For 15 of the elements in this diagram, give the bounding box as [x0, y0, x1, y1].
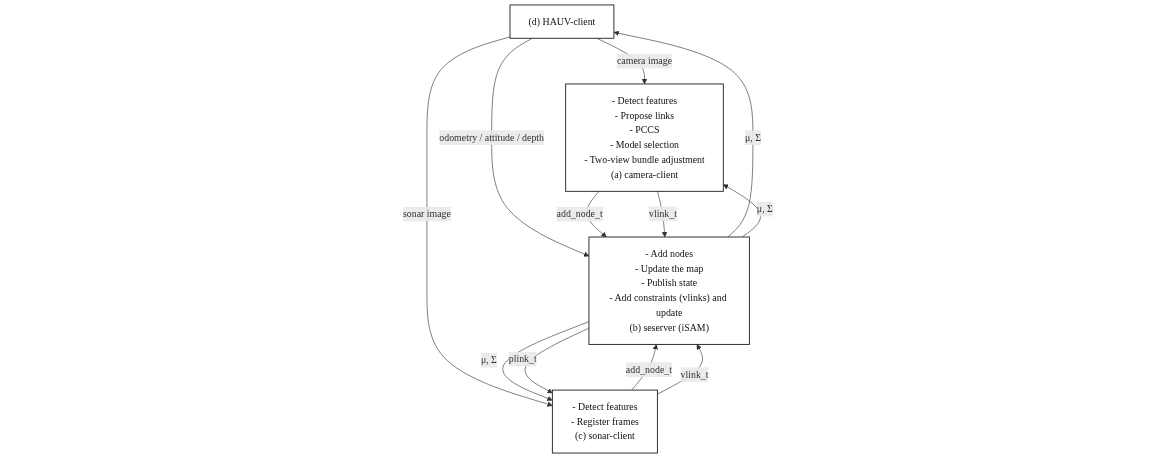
edge-label: μ, Σ: [756, 203, 773, 215]
edge-label: camera image: [616, 55, 672, 67]
edge-label: plink_t: [508, 353, 537, 365]
edge-label: odometry / attitude / depth: [438, 132, 544, 143]
edge-label: add_node_t: [556, 208, 603, 220]
node-box: (d) HAUV-client: [509, 4, 614, 39]
edge-label: add_node_t: [625, 364, 672, 375]
node-box: - Add nodes - Update the map - Publish state - Add constraints (vlinks) and update (b) seserver (iSAM): [588, 236, 750, 345]
edge-label: vlink_t: [648, 208, 677, 219]
edge-label: vlink_t: [680, 369, 709, 380]
node-box: - Detect features - Register frames (c) sonar-client: [551, 389, 658, 454]
node-box: - Detect features - Propose links - PCCS - Model selection - Two-view bundle adjustment (a) camera-client: [564, 83, 724, 192]
edge-label: μ, Σ: [480, 354, 497, 366]
edge-label: μ, Σ: [744, 132, 761, 143]
edge-label: sonar image: [402, 208, 451, 220]
